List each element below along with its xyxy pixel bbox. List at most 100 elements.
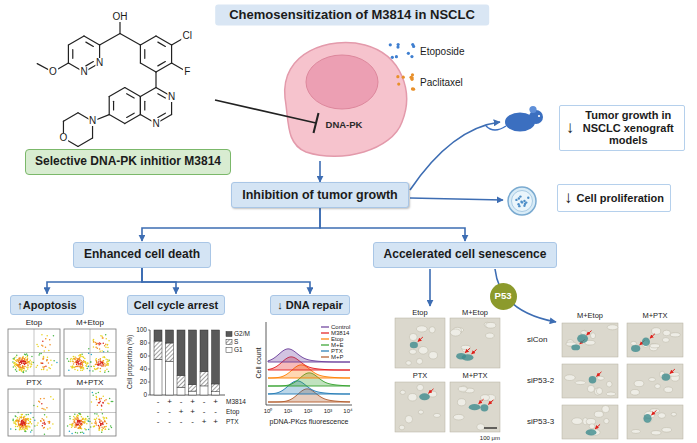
stacked-bar bbox=[166, 361, 174, 395]
flow-event-dot bbox=[43, 369, 45, 371]
drug-dot bbox=[410, 55, 413, 58]
flow-event-dot bbox=[36, 344, 38, 346]
chemical-bond bbox=[158, 113, 165, 117]
flow-event-dot bbox=[70, 366, 72, 368]
flow-event-dot bbox=[39, 353, 41, 355]
flow-event-dot bbox=[95, 422, 97, 424]
flow-event-dot bbox=[81, 360, 83, 362]
flow-event-dot bbox=[75, 425, 77, 427]
chemical-bond bbox=[125, 115, 141, 124]
flow-event-dot bbox=[88, 418, 90, 420]
flow-event-dot bbox=[96, 360, 98, 362]
stained-cell bbox=[480, 404, 488, 411]
flow-event-dot bbox=[18, 420, 20, 422]
flow-event-dot bbox=[28, 420, 30, 422]
chemical-bond bbox=[72, 50, 73, 59]
cell-shape bbox=[419, 347, 428, 355]
flow-event-dot bbox=[24, 416, 26, 418]
flow-event-dot bbox=[25, 418, 27, 420]
flow-event-dot bbox=[101, 432, 103, 434]
flow-event-dot bbox=[98, 415, 100, 417]
flow-event-dot bbox=[20, 417, 22, 419]
flow-event-dot bbox=[28, 423, 30, 425]
legend-text: M+P bbox=[331, 354, 344, 360]
flow-event-dot bbox=[76, 416, 78, 418]
flow-event-dot bbox=[26, 419, 28, 421]
flow-event-dot bbox=[34, 425, 36, 427]
flow-event-dot bbox=[84, 419, 86, 421]
flow-event-dot bbox=[25, 362, 27, 364]
flow-event-dot bbox=[19, 364, 21, 366]
cell-shape bbox=[417, 384, 424, 390]
scale-label: 100 μm bbox=[480, 435, 500, 442]
flow-event-dot bbox=[98, 344, 100, 346]
flow-event-dot bbox=[92, 340, 94, 342]
flow-event-dot bbox=[25, 363, 27, 365]
flow-event-dot bbox=[79, 359, 81, 361]
stacked-bar bbox=[189, 391, 197, 395]
flow-event-dot bbox=[111, 401, 113, 403]
flow-event-dot bbox=[27, 359, 29, 361]
chemical-bond bbox=[78, 138, 93, 146]
flow-event-dot bbox=[79, 363, 81, 365]
flow-event-dot bbox=[16, 354, 18, 356]
flow-event-dot bbox=[95, 421, 97, 423]
flow-event-dot bbox=[19, 357, 21, 359]
flow-event-dot bbox=[24, 361, 26, 363]
flow-event-dot bbox=[68, 370, 70, 372]
cell-shape bbox=[477, 424, 485, 430]
flow-event-dot bbox=[93, 341, 95, 343]
micrograph-tile bbox=[627, 323, 683, 357]
micrograph-tile bbox=[562, 364, 618, 398]
flow-event-dot bbox=[18, 360, 20, 362]
cell-shape bbox=[658, 413, 666, 418]
flow-event-dot bbox=[109, 398, 111, 400]
flow-event-dot bbox=[23, 371, 25, 373]
flow-event-dot bbox=[19, 416, 21, 418]
flow-event-dot bbox=[27, 418, 29, 420]
micrograph-tile bbox=[562, 323, 618, 357]
flow-event-dot bbox=[79, 355, 81, 357]
drug-dot bbox=[402, 76, 405, 79]
flow-event-dot bbox=[53, 399, 55, 401]
flow-event-dot bbox=[43, 408, 45, 410]
flow-event-dot bbox=[21, 416, 23, 418]
row-label: siP53-3 bbox=[527, 417, 554, 426]
cell-shape bbox=[429, 352, 438, 359]
flow-event-dot bbox=[102, 402, 104, 404]
flow-event-dot bbox=[26, 362, 28, 364]
flow-event-dot bbox=[102, 363, 104, 365]
flow-event-dot bbox=[20, 367, 22, 369]
cell-shape bbox=[606, 392, 616, 396]
chemical-bond bbox=[155, 72, 156, 88]
flow-event-dot bbox=[108, 361, 110, 363]
flow-event-dot bbox=[92, 370, 94, 372]
flow-event-dot bbox=[110, 425, 112, 427]
flow-event-dot bbox=[44, 427, 46, 429]
box-text: Accelerated cell senescence bbox=[384, 248, 547, 262]
result-box: ↓Cell proliferation bbox=[557, 184, 671, 212]
flow-event-dot bbox=[95, 419, 97, 421]
flow-event-dot bbox=[100, 359, 102, 361]
flow-event-dot bbox=[68, 361, 70, 363]
flow-event-dot bbox=[86, 423, 88, 425]
flow-event-dot bbox=[83, 419, 85, 421]
flow-event-dot bbox=[15, 416, 17, 418]
inhibition-bar bbox=[314, 113, 319, 133]
flow-event-dot bbox=[73, 356, 75, 358]
flow-event-dot bbox=[99, 371, 101, 373]
flow-event-dot bbox=[27, 365, 29, 367]
atom-label: O bbox=[59, 133, 69, 143]
flow-event-dot bbox=[86, 365, 88, 367]
effect-box: ↑Apoptosis bbox=[10, 295, 83, 316]
flow-event-dot bbox=[79, 426, 81, 428]
flow-event-dot bbox=[70, 359, 72, 361]
flow-event-dot bbox=[73, 367, 75, 369]
cell-nucleus bbox=[306, 55, 378, 109]
flow-event-dot bbox=[19, 369, 21, 371]
cell-shape bbox=[663, 330, 671, 336]
chemical-bond bbox=[144, 101, 145, 110]
flow-event-dot bbox=[88, 348, 90, 350]
flow-event-dot bbox=[20, 421, 22, 423]
flow-event-dot bbox=[37, 406, 39, 408]
